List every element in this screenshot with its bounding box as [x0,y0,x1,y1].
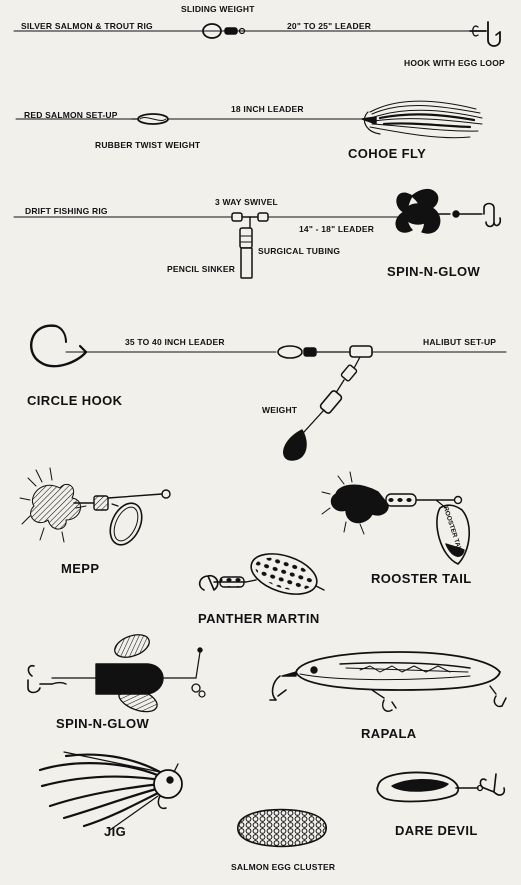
halibut-weight-label: WEIGHT [262,405,298,415]
red-salmon-rig-label: RED SALMON SET-UP [24,110,118,120]
spin-n-glow-lure-label: SPIN-N-GLOW [56,716,150,731]
jig-icon [38,751,183,831]
panther-martin-icon [198,553,325,595]
rubber-twist-weight-label: RUBBER TWIST WEIGHT [95,140,201,150]
jig-label: JIG [104,824,127,839]
circle-hook-label: CIRCLE HOOK [27,393,123,408]
rooster-tail-icon [321,471,470,565]
cohoe-fly-label: COHOE FLY [348,146,427,161]
red-salmon-rig-drawing [15,100,483,139]
spin-n-glow-icon [395,189,502,234]
pencil-sinker-label: PENCIL SINKER [167,264,236,274]
halibut-setup-label: HALIBUT SET-UP [423,337,497,347]
three-way-swivel-label: 3 WAY SWIVEL [215,197,278,207]
silver-salmon-rig-drawing [13,21,501,47]
red-salmon-leader-label: 18 INCH LEADER [231,104,304,114]
silver-salmon-rig-label: SILVER SALMON & TROUT RIG [21,21,153,31]
spin-n-glow-lure-icon [27,634,206,713]
drift-leader-label: 14" - 18" LEADER [299,224,375,234]
rapala-icon [269,651,507,712]
rapala-label: RAPALA [361,726,417,741]
hook-with-egg-loop-label: HOOK WITH EGG LOOP [404,58,505,68]
halibut-rig-drawing [30,324,507,461]
cohoe-fly-icon [361,100,483,139]
halibut-leader-label: 35 TO 40 INCH LEADER [125,337,225,347]
drift-spin-n-glow-label: SPIN-N-GLOW [387,264,481,279]
mepp-label: MEPP [61,561,100,576]
dare-devil-icon [376,771,506,803]
rooster-tail-label: ROOSTER TAIL [371,571,472,586]
dare-devil-label: DARE DEVIL [395,823,478,838]
mepp-icon [19,467,171,546]
sliding-weight-label: SLIDING WEIGHT [181,4,255,14]
salmon-egg-cluster-label: SALMON EGG CLUSTER [231,862,336,872]
drift-fishing-rig-drawing [13,189,502,279]
surgical-tubing-label: SURGICAL TUBING [258,246,341,256]
drift-fishing-rig-label: DRIFT FISHING RIG [25,206,108,216]
salmon-egg-cluster-icon [237,808,327,848]
panther-martin-label: PANTHER MARTIN [198,611,320,626]
silver-salmon-leader-label: 20" TO 25" LEADER [287,21,372,31]
